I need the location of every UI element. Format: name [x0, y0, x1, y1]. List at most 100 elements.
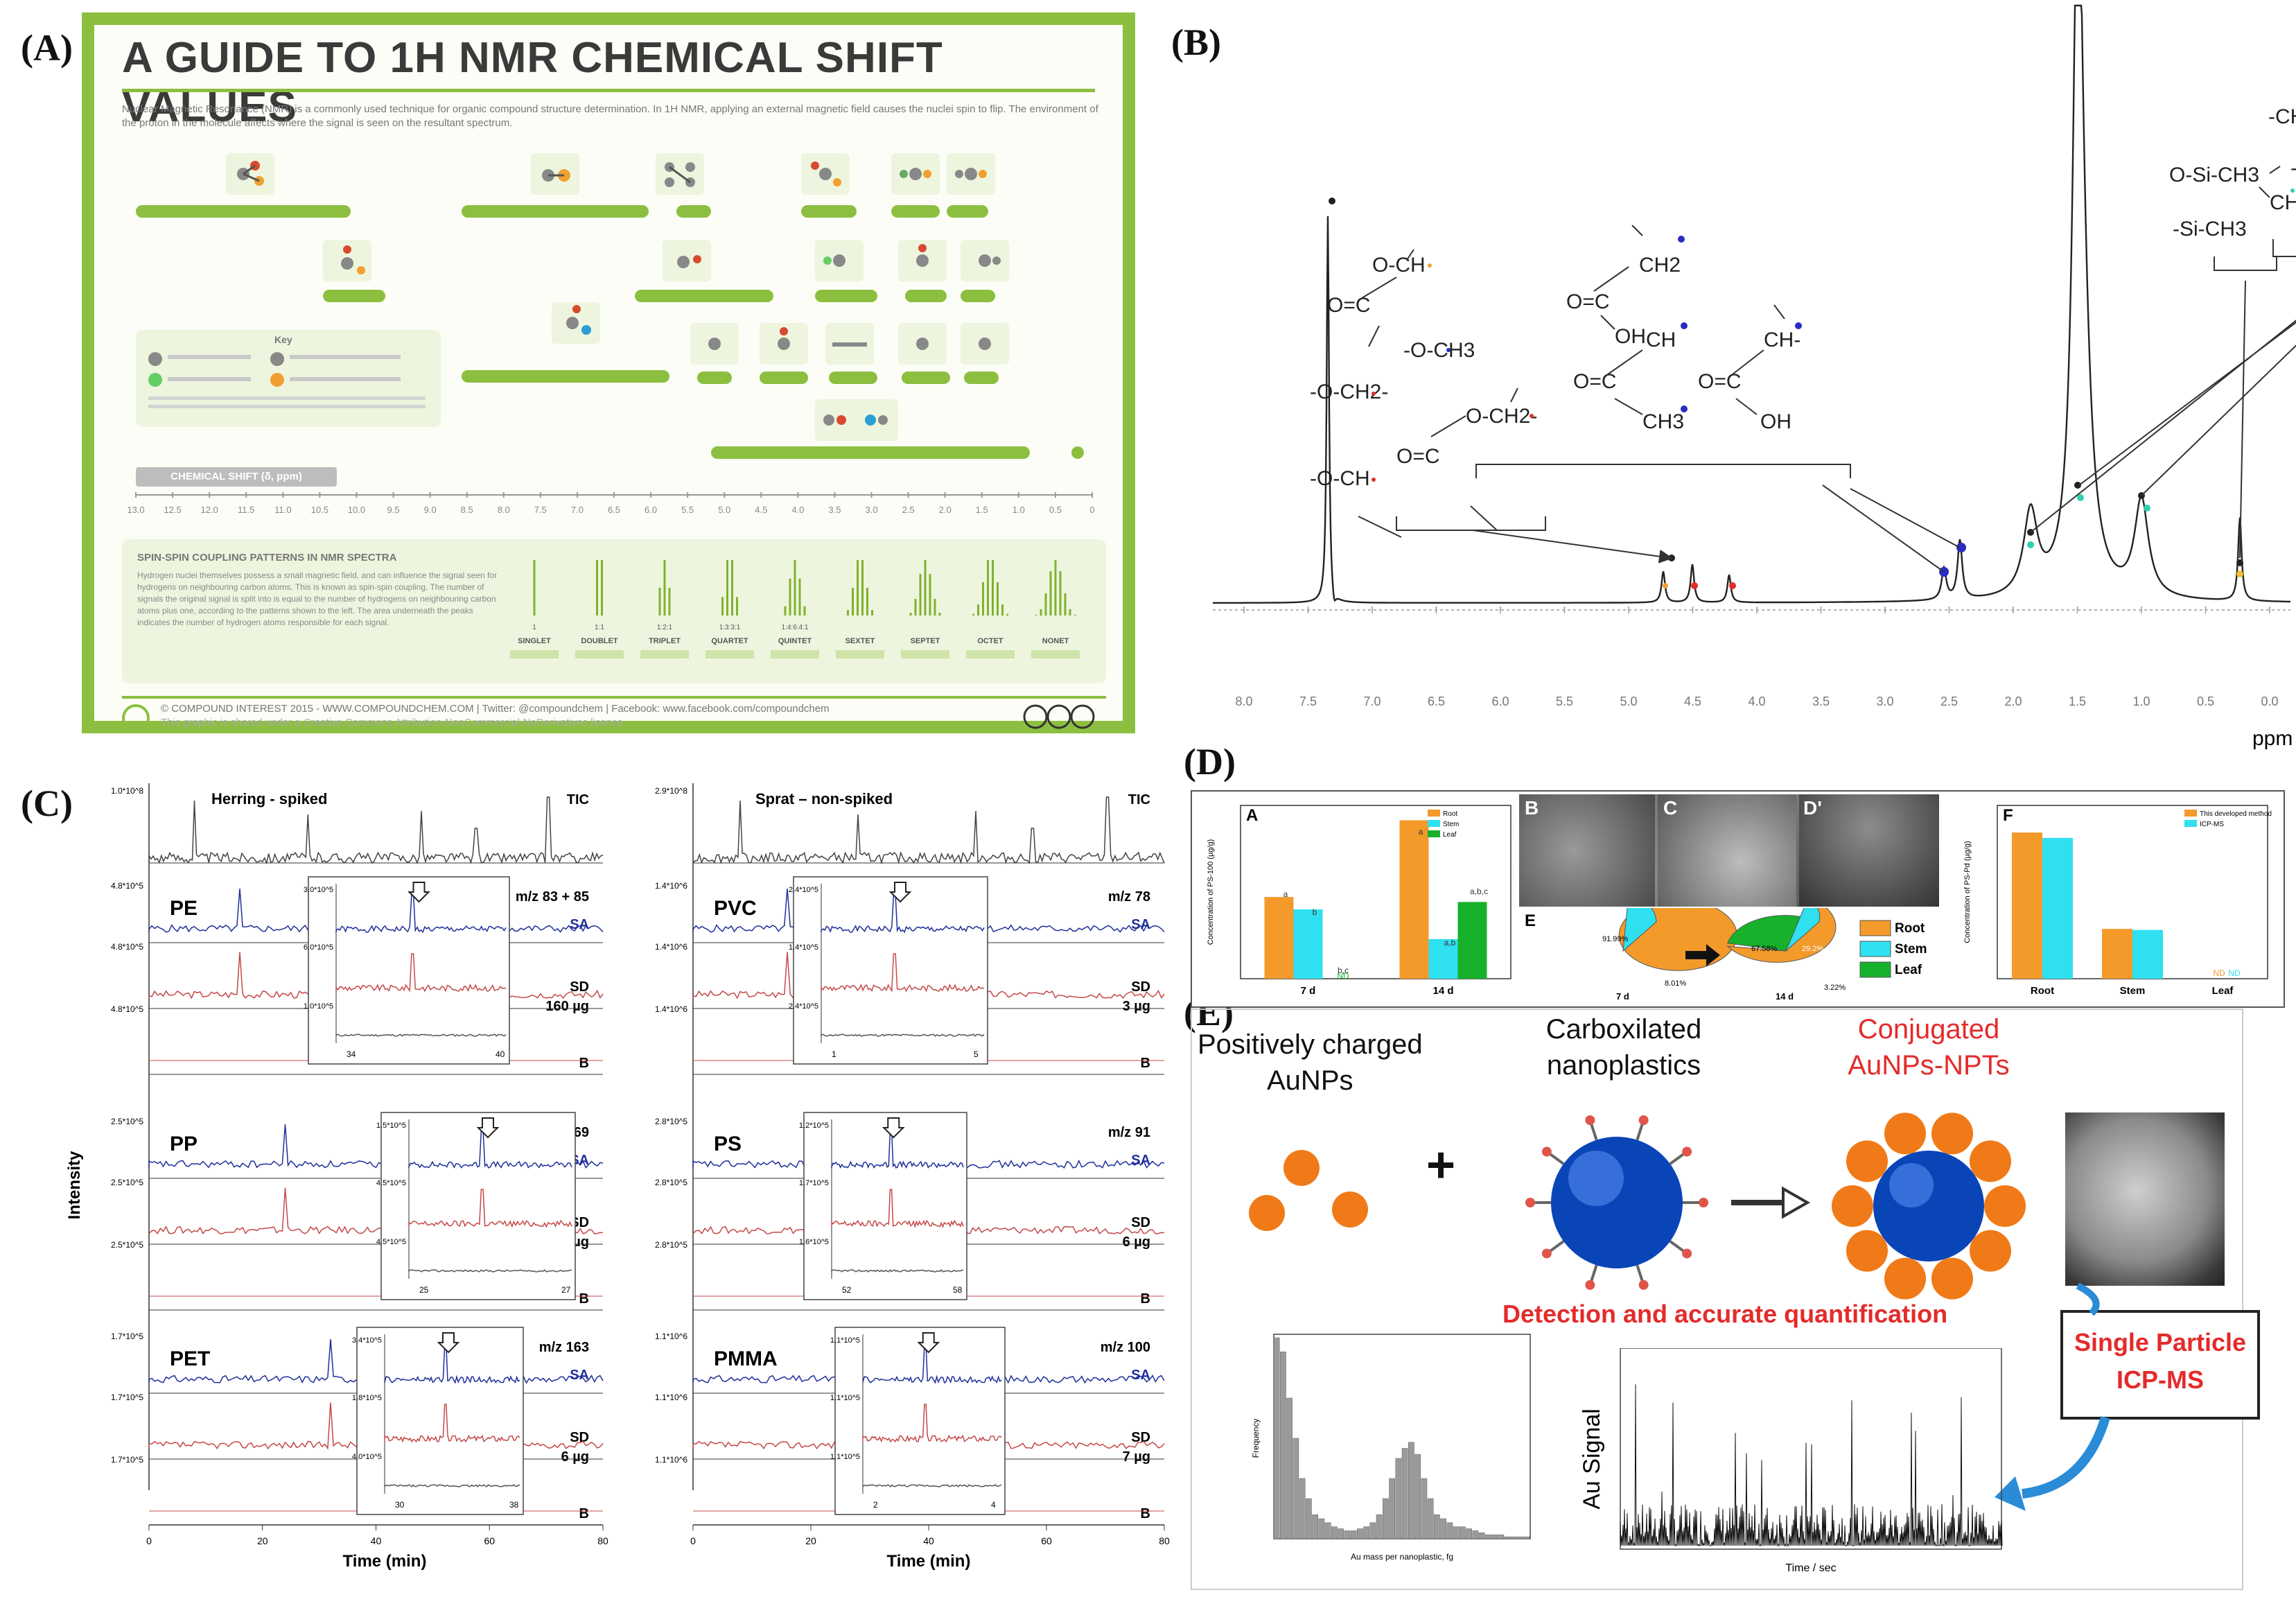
guide-axis-tick: 11.5 [238, 505, 254, 515]
histogram-bar [1273, 1337, 1280, 1539]
nmr-axis-tick: 6.5 [1428, 695, 1445, 708]
bound-aunp [1984, 1185, 2026, 1227]
guide-title: A GUIDE TO 1H NMR CHEMICAL SHIFT VALUES [122, 34, 943, 131]
x-tick: 60 [1041, 1535, 1052, 1546]
arrow-right-icon [1685, 944, 1720, 966]
group-oh-1: OH [1615, 325, 1646, 348]
bar-category-label: Root [2031, 985, 2054, 997]
multiplet-name: SINGLET [518, 637, 551, 645]
shift-bar [760, 372, 808, 384]
label-carboxilated: Carboxilated [1545, 1014, 1702, 1045]
sub-label-e: E [1525, 911, 1536, 930]
inset-x-tick: 52 [842, 1285, 852, 1295]
group-och2: -O-CH2- [1310, 381, 1388, 403]
histogram-bar [1434, 1514, 1440, 1539]
blank-label: B [579, 1056, 589, 1071]
guide-footer: © COMPOUND INTEREST 2015 - WWW.COMPOUNDC… [122, 696, 1106, 735]
bound-aunp [1846, 1230, 1888, 1272]
multiplet-name: QUINTET [778, 637, 812, 645]
legend-swatch [1428, 820, 1440, 827]
multiplet-name: SEXTET [845, 637, 875, 645]
nmr-axis-tick: 0.5 [2197, 695, 2214, 708]
inset-x-tick: 30 [395, 1500, 405, 1510]
shift-bar-amine-alcohol [711, 446, 1030, 459]
histogram-bar [1395, 1458, 1402, 1539]
bound-aunp [1846, 1140, 1888, 1182]
histogram-bar [1369, 1522, 1376, 1539]
blank-label: B [1141, 1291, 1150, 1307]
inset-x-tick: 34 [347, 1049, 356, 1059]
blank-label: B [1141, 1056, 1150, 1071]
pie-label: 29.2% [1802, 945, 1823, 953]
legend-label: ICP-MS [2200, 821, 2224, 828]
molecule-card [898, 240, 947, 281]
group-oh-2: OH [1760, 410, 1791, 433]
intensity-axis-label: Intensity [65, 1151, 84, 1219]
legend-label: Stem [1895, 942, 1927, 957]
histogram-bar [1511, 1536, 1517, 1539]
bar [2042, 837, 2073, 979]
bar-y-label: Concentration of PS-100 (µg/g) [1207, 839, 1215, 945]
multiplet-name: SEPTET [911, 637, 940, 645]
histogram-bar [1504, 1536, 1511, 1539]
inset-x-tick: 2 [873, 1500, 878, 1510]
group-o-ch2: O-CH2- [1466, 405, 1537, 428]
inset-y-tick: 1.5*10^5 [376, 1121, 406, 1130]
inset-y-tick: 3.0*10^5 [304, 886, 333, 894]
nmr-axis-tick: 2.5 [1940, 695, 1958, 708]
peak-arrow-icon [437, 1332, 460, 1354]
bar [1293, 909, 1323, 979]
bar [1264, 897, 1294, 979]
x-tick: 40 [371, 1535, 382, 1546]
molecule-card [898, 323, 947, 365]
nmr-axis-tick: 2.0 [2004, 695, 2022, 708]
legend-label: Leaf [1895, 963, 1922, 977]
guide-axis-tick: 13.0 [127, 505, 144, 515]
x-tick: 20 [257, 1535, 268, 1546]
panel-e-frame: Positively charged AuNPs Carboxilated na… [1191, 1009, 2282, 1594]
group-och: -O-CH [1310, 467, 1370, 490]
panel-label-a: (A) [21, 27, 73, 69]
y-tick: 2.5*10^5 [111, 1117, 143, 1126]
histogram-bar [1363, 1526, 1369, 1539]
polymer-label: PP [170, 1133, 198, 1155]
panel-label-d: (D) [1184, 741, 1236, 783]
nmr-axis-tick: 3.5 [1812, 695, 1830, 708]
single-particle-label: Single Particle [2074, 1328, 2247, 1356]
bound-aunp [1931, 1112, 1973, 1155]
legend-label: This developed method [2200, 810, 2272, 818]
guide-axis-tick: 2.5 [902, 505, 915, 515]
group-ch-c: CH- [1764, 329, 1800, 351]
nmr-axis-tick: 0.0 [2261, 695, 2278, 708]
compound-interest-logo [122, 704, 150, 732]
molecule-card [961, 240, 1009, 281]
shift-bar [964, 372, 999, 384]
group-o-eq-c-2: O=C [1396, 445, 1440, 468]
time-axis-label-right: Time (min) [887, 1552, 971, 1571]
mz-label: m/z 78 [1108, 889, 1150, 905]
histogram-bar [1280, 1352, 1286, 1539]
inset-x-tick: 38 [509, 1500, 519, 1510]
sub-panel-label: A [1246, 806, 1258, 825]
nd-label: ND [2213, 968, 2225, 978]
sem-images: B C D' [1519, 794, 1939, 907]
sd-label: SD [1131, 979, 1150, 995]
multiplet-sextet: SEXTET [836, 560, 884, 658]
multiplet-name: NONET [1042, 637, 1069, 645]
guide-axis-tick: 10.5 [311, 505, 328, 515]
inset-x-tick: 58 [953, 1285, 963, 1295]
x-tick: 0 [146, 1535, 152, 1546]
shift-bar [891, 205, 940, 218]
reaction-arrow [1731, 1186, 1811, 1219]
histogram-bar [1427, 1498, 1434, 1539]
significance-label: b,c [1338, 966, 1349, 975]
guide-axis-tick: 9.5 [387, 505, 399, 515]
peak-dot [2144, 505, 2150, 512]
inset-y-tick: 1.4*10^5 [789, 943, 818, 952]
group-ch2: -CH2- [2290, 157, 2296, 180]
bar [1399, 820, 1429, 979]
amount-label: 160 µg [545, 999, 589, 1014]
peak-arrow-icon [882, 1117, 905, 1139]
x-tick: 20 [805, 1535, 816, 1546]
molecule-card [891, 153, 940, 195]
